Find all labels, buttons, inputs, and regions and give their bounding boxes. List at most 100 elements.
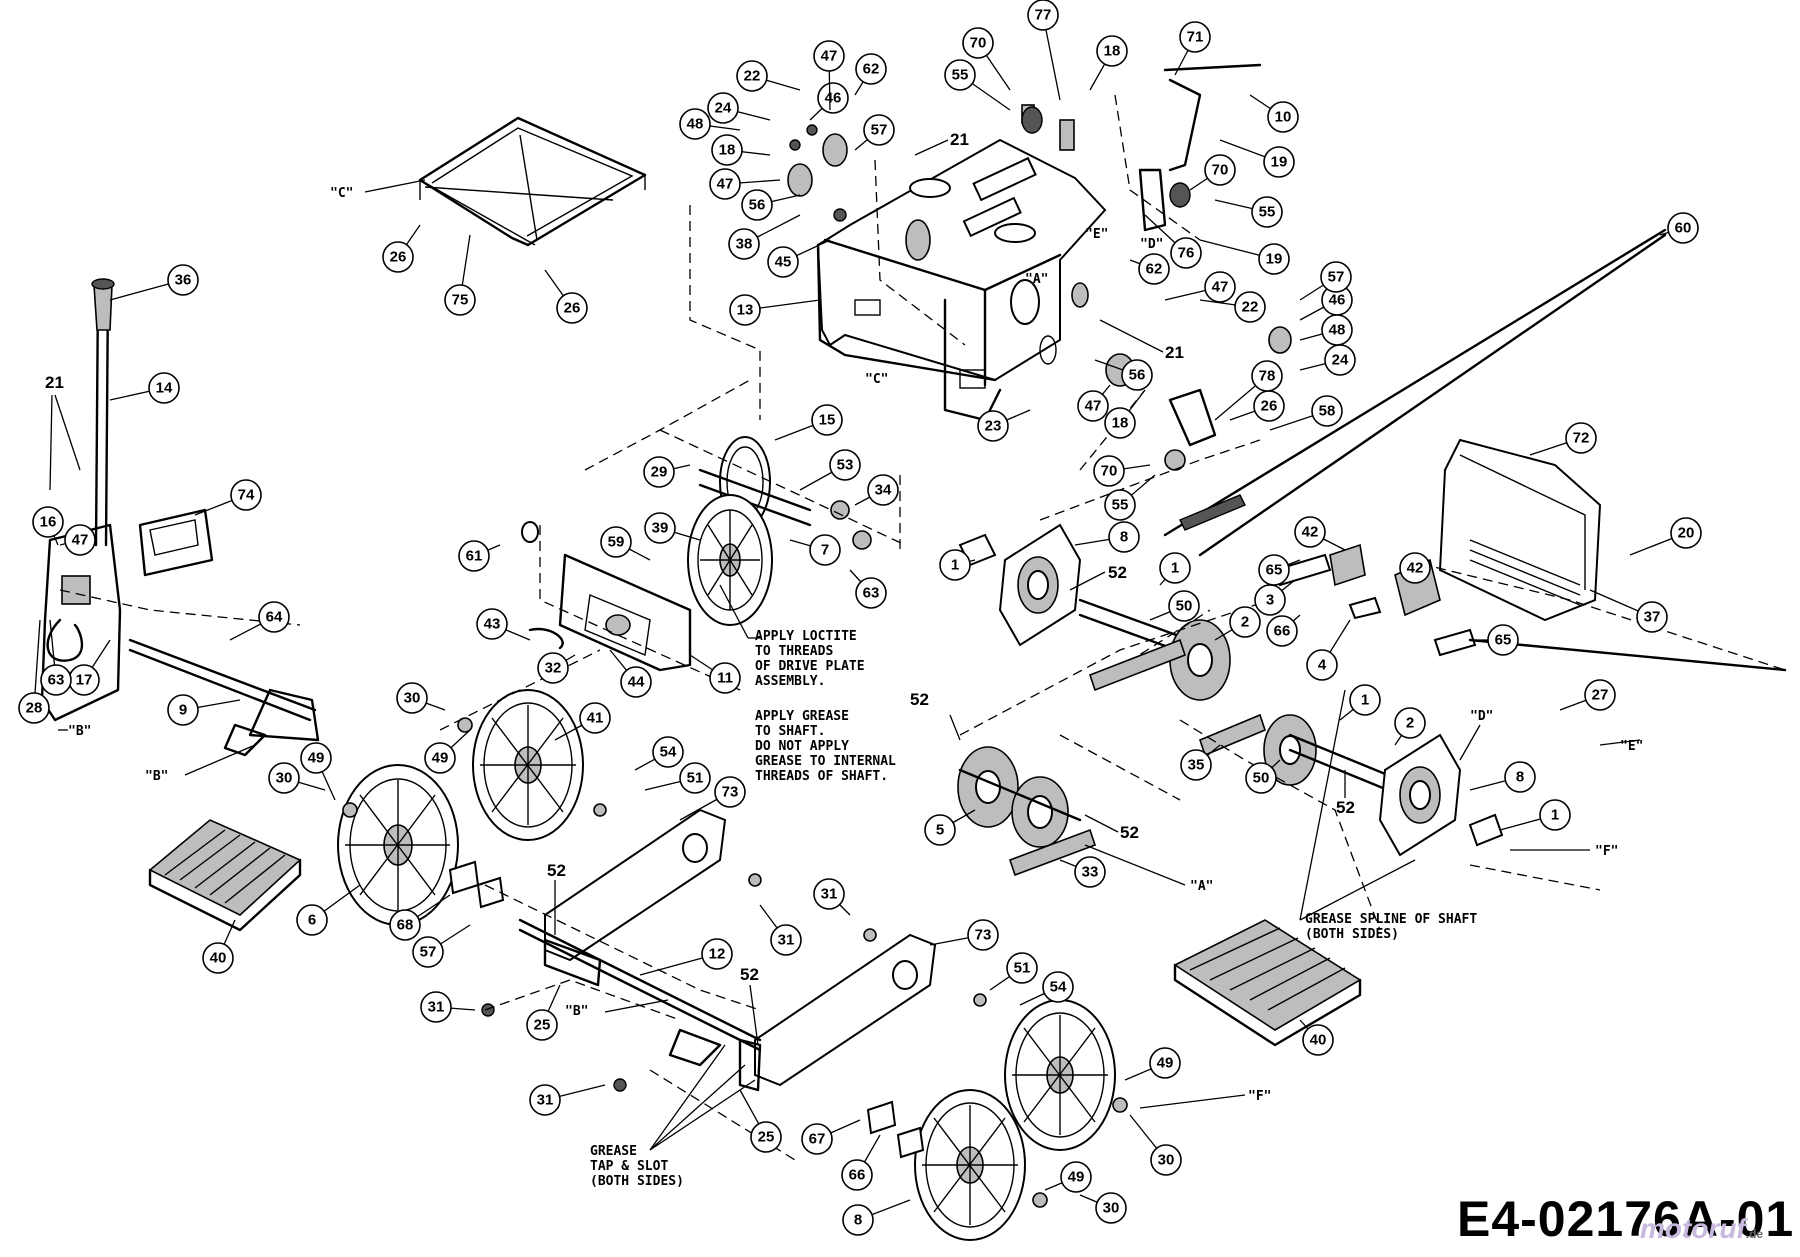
callout-26: 26: [544, 269, 588, 324]
callout-number: 49: [432, 750, 449, 767]
callout-76: 76: [1144, 214, 1202, 269]
callout-65: 65: [1258, 554, 1301, 586]
label-52-left: 52: [910, 690, 929, 709]
control-cables: [1163, 228, 1667, 557]
callout-8: 8: [1074, 521, 1140, 553]
callout-number: 46: [1329, 292, 1346, 309]
callout-number: 42: [1302, 524, 1319, 541]
callout-circle: [1104, 489, 1136, 521]
callout-48: 48: [1299, 314, 1353, 346]
callout-31: 31: [529, 1084, 606, 1116]
callout-circle: [1121, 359, 1153, 391]
callout-number: 49: [1068, 1169, 1085, 1186]
callout-circle: [813, 40, 845, 72]
chain-cover: [1438, 438, 1602, 622]
parts-drawing: [40, 63, 1787, 1241]
callout-circle: [1251, 360, 1283, 392]
callout-number: 15: [819, 412, 836, 429]
callout-circle: [1108, 521, 1140, 553]
callout-number: 10: [1275, 109, 1292, 126]
callout-number: 51: [687, 770, 704, 787]
ref-mark-d-right: "D": [1470, 709, 1493, 724]
callout-circle: [867, 474, 899, 506]
callout-40: 40: [202, 919, 236, 974]
callout-8: 8: [842, 1199, 911, 1236]
callout-56: 56: [741, 189, 801, 221]
note-loctite: APPLY LOCTITE TO THREADS OF DRIVE PLATE …: [719, 584, 865, 689]
callout-57: 57: [412, 924, 471, 968]
callout-number: 18: [719, 142, 736, 159]
callout-circle: [643, 456, 675, 488]
callout-70: 70: [1093, 455, 1151, 487]
callout-number: 1: [1551, 807, 1559, 824]
callout-circle: [64, 524, 96, 556]
callout-5: 5: [924, 809, 976, 846]
lower-axle-assembly: [957, 713, 1504, 877]
callout-number: 20: [1678, 525, 1695, 542]
callout-circle: [709, 168, 741, 200]
callout-38: 38: [728, 214, 801, 260]
callout-circle: [556, 292, 588, 324]
callout-32: 32: [537, 652, 576, 684]
callout-number: 63: [48, 672, 65, 689]
callout-number: 18: [1112, 415, 1129, 432]
callout-10: 10: [1249, 94, 1299, 133]
callout-18: 18: [711, 134, 771, 166]
callout-67: 67: [801, 1119, 861, 1155]
pivot-axle: [518, 918, 762, 1067]
callout-number: 24: [1332, 352, 1349, 369]
callout-8: 8: [1469, 761, 1536, 793]
callout-number: 16: [40, 514, 57, 531]
callout-30: 30: [1129, 1114, 1182, 1176]
callout-circle: [1584, 679, 1616, 711]
callout-78: 78: [1214, 360, 1283, 421]
note-grease-shaft-line-5: THREADS OF SHAFT.: [755, 769, 888, 784]
label-52-upper: 52: [1108, 563, 1127, 582]
callout-number: 28: [26, 700, 43, 717]
callout-number: 25: [758, 1129, 775, 1146]
callout-circle: [148, 372, 180, 404]
note-grease-spline: GREASE SPLINE OF SHAFT (BOTH SIDES): [1299, 689, 1477, 942]
callout-circle: [476, 608, 508, 640]
callout-circle: [600, 526, 632, 558]
callout-number: 25: [534, 1017, 551, 1034]
reference-marks: "C" "C" "E" "D" "A" "B" "B" "B" "D" "E" …: [58, 179, 1643, 1109]
plain-labels: 21 21 21 52 52 52 52 52 52: [45, 130, 1355, 1046]
callout-47: 47: [1164, 271, 1236, 303]
callout-circle: [811, 404, 843, 436]
callout-49: 49: [300, 742, 336, 801]
callout-66: 66: [841, 1134, 881, 1191]
drive-plate-assembly: [521, 436, 872, 672]
callout-23: 23: [977, 409, 1031, 442]
callout-number: 50: [1253, 770, 1270, 787]
callout-circle: [268, 762, 300, 794]
callout-number: 57: [420, 944, 437, 961]
callout-number: 63: [863, 585, 880, 602]
callout-19: 19: [1199, 239, 1290, 275]
callout-circle: [770, 924, 802, 956]
callout-circle: [1667, 212, 1699, 244]
callout-18: 18: [1089, 35, 1128, 91]
callout-number: 55: [1259, 204, 1276, 221]
callout-number: 58: [1319, 403, 1336, 420]
callout-circle: [32, 506, 64, 538]
label-21-lever: 21: [45, 373, 64, 392]
callout-circle: [1204, 154, 1236, 186]
ref-mark-e-right: "E": [1620, 739, 1643, 754]
callout-circle: [977, 410, 1009, 442]
callout-number: 22: [1242, 299, 1259, 316]
callout-45: 45: [767, 239, 831, 278]
callout-60: 60: [1659, 212, 1699, 244]
callout-circle: [701, 938, 733, 970]
callout-circle: [1168, 590, 1200, 622]
callout-47: 47: [709, 168, 781, 200]
callout-number: 67: [809, 1131, 826, 1148]
callout-22: 22: [736, 60, 801, 92]
callout-number: 46: [825, 90, 842, 107]
watermark-suffix: .de: [1745, 1227, 1764, 1241]
callout-number: 37: [1644, 609, 1661, 626]
callout-number: 49: [1157, 1055, 1174, 1072]
callout-circle: [620, 666, 652, 698]
note-grease-shaft-line-3: DO NOT APPLY: [755, 739, 849, 754]
